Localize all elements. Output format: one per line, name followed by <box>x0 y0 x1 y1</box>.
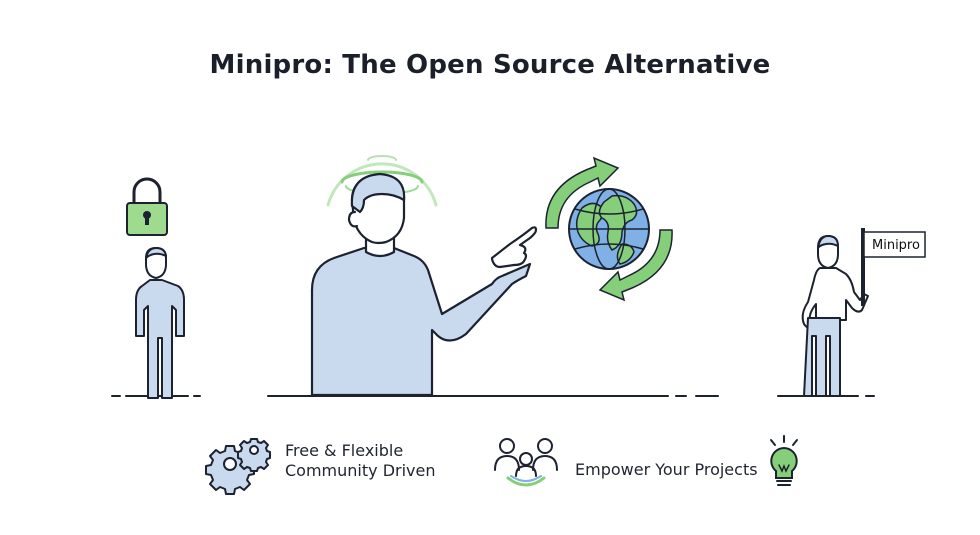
community-icon <box>494 438 558 487</box>
gears-icon <box>205 438 271 495</box>
page-title: Minipro: The Open Source Alternative <box>209 50 771 80</box>
feature-empower-projects: Empower Your Projects <box>575 460 758 479</box>
padlock-icon <box>126 177 168 236</box>
left-person-figure <box>135 247 185 399</box>
globe-icon <box>568 188 650 270</box>
flag-icon: Minipro <box>861 228 926 306</box>
feature-free-flexible: Free & Flexible Community Driven <box>285 441 435 481</box>
right-person-figure <box>801 235 869 397</box>
cycle-arrows-icon <box>545 156 673 302</box>
feature-line-2: Community Driven <box>285 461 436 480</box>
lightbulb-icon <box>770 435 798 486</box>
main-person-figure <box>310 172 538 397</box>
flag-label: Minipro <box>872 238 920 253</box>
feature-line-1: Free & Flexible <box>285 441 404 460</box>
